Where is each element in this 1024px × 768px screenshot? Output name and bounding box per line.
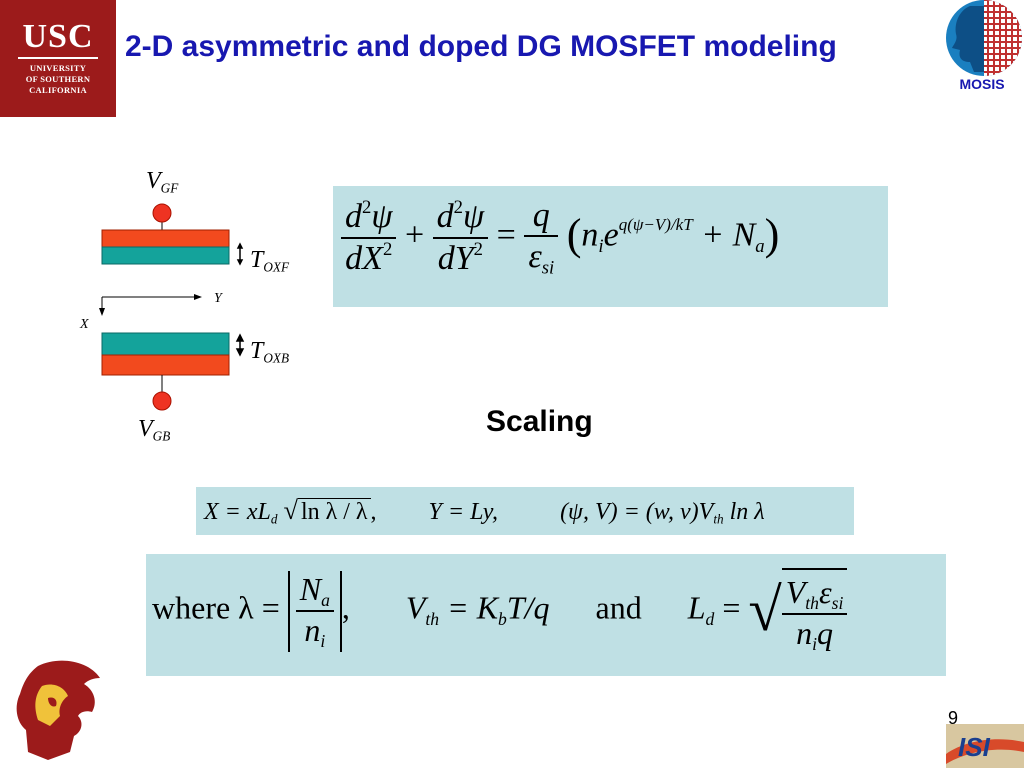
usc-logo-divider (18, 57, 98, 59)
vgb-sub: GB (152, 428, 171, 444)
right-paren: ) (764, 209, 780, 259)
front-gate-contact (152, 203, 172, 223)
psi-scaling-tail: ln λ (729, 499, 765, 525)
vgb-main: V (138, 416, 153, 442)
front-oxide (101, 246, 230, 265)
usc-logo-line3: CALIFORNIA (29, 85, 87, 95)
q-over-eps-fraction: q εsi (524, 196, 559, 279)
equals-sign: = (496, 216, 516, 254)
y-scaling: Y = Ly, (428, 499, 499, 525)
vgf-sub: GF (160, 180, 179, 196)
scaling-equations: X = xLd √ln λ / λ, Y = Ly, (ψ, V) = (w, … (204, 495, 765, 527)
toxb-main: T (250, 338, 264, 364)
usc-logo-line2: OF SOUTHERN (25, 74, 91, 84)
toxf-main: T (250, 247, 264, 273)
definitions-equations: where λ = Na ni , Vth = KbT/q and Ld = √… (152, 568, 848, 655)
vgf-main: V (146, 168, 161, 194)
vgf-label: VGF (146, 168, 178, 197)
toxb-label: TOXB (250, 338, 289, 367)
definitions-box: where λ = Na ni , Vth = KbT/q and Ld = √… (146, 554, 946, 676)
poisson-equation: d2ψ dX2 + d2ψ dY2 = q εsi (nieq(ψ−V)/kT … (341, 196, 779, 279)
ld-lhs: L (687, 589, 706, 626)
x-scaling-lhs: X = xL (204, 499, 271, 525)
dg-mosfet-diagram (99, 203, 245, 411)
toxf-label: TOXF (250, 247, 289, 276)
where-lambda: where λ = (152, 589, 280, 626)
usc-logo-line1: UNIVERSITY (29, 63, 87, 73)
scaling-heading: Scaling (486, 405, 593, 438)
na-over-ni-fraction: Na ni (295, 571, 334, 652)
vth-lhs: V (405, 589, 426, 626)
d2x-fraction: d2ψ dX2 (341, 197, 397, 277)
poisson-equation-box: d2ψ dX2 + d2ψ dY2 = q εsi (nieq(ψ−V)/kT … (333, 186, 888, 307)
vgb-label: VGB (138, 416, 170, 445)
x-scaling-root: ln λ / λ (297, 498, 371, 525)
back-gate (101, 354, 230, 376)
scaling-equation-box: X = xLd √ln λ / λ, Y = Ly, (ψ, V) = (w, … (196, 487, 854, 535)
plus-na: + N (701, 216, 756, 254)
usc-logo-text: USC (22, 18, 94, 55)
exponent: q(ψ−V)/kT (618, 215, 693, 235)
mosis-label: MOSIS (959, 76, 1005, 92)
left-paren: ( (566, 209, 582, 259)
usc-logo: USC UNIVERSITY OF SOUTHERN CALIFORNIA (0, 0, 116, 117)
toxf-sub: OXF (263, 259, 289, 275)
trojan-logo (16, 660, 100, 760)
mosis-logo (946, 0, 1022, 76)
vth-rhs: = K (447, 589, 499, 626)
and-word: and (595, 589, 642, 626)
isi-label: ISI (958, 732, 991, 762)
toxb-sub: OXB (263, 350, 289, 366)
plus-sign: + (404, 216, 425, 254)
d2y-fraction: d2ψ dY2 (432, 197, 489, 277)
back-gate-contact (152, 391, 172, 411)
isi-logo: ISI (946, 724, 1024, 768)
slide-title: 2-D asymmetric and doped DG MOSFET model… (125, 30, 837, 63)
ld-root-fraction: Vthεsi niq (781, 574, 848, 655)
axis-x-label: X (80, 317, 89, 332)
front-gate (101, 229, 230, 248)
page-number: 9 (948, 708, 959, 728)
psi-scaling-lhs: (ψ, V) = (w, v)V (560, 499, 714, 525)
back-oxide (101, 332, 230, 356)
axis-y-label: Y (214, 291, 222, 306)
